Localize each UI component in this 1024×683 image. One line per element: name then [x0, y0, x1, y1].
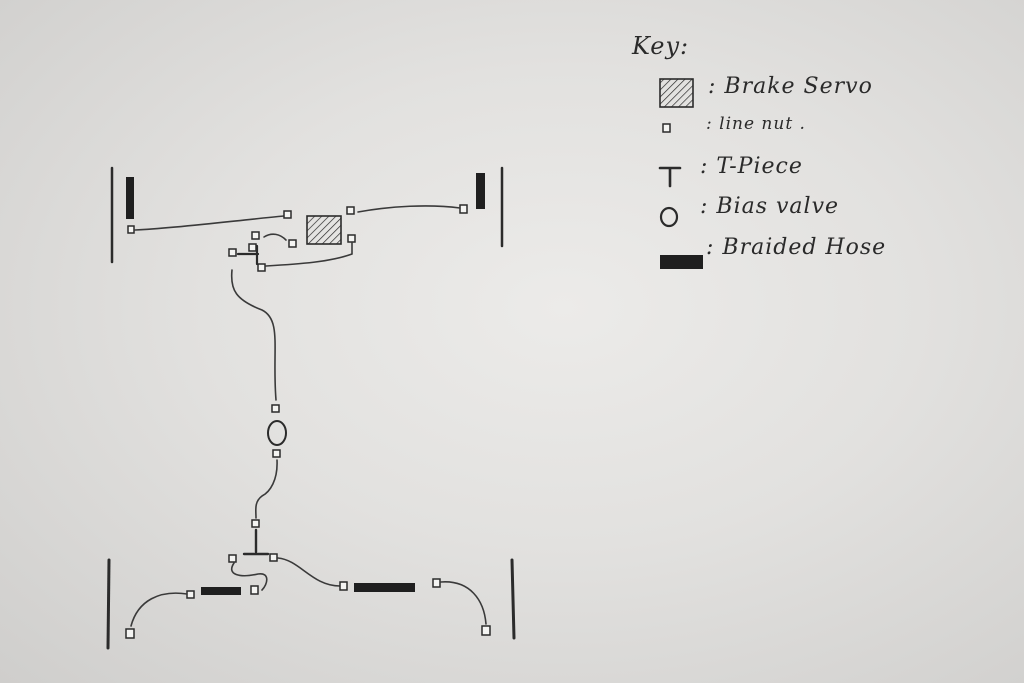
- rear-right-brake-line: [277, 557, 341, 587]
- rear-brake-line: [254, 459, 278, 519]
- main-brake-line: [230, 269, 277, 401]
- key-label-braided-hose: : Braided Hose: [706, 235, 887, 260]
- key-label-brake-servo: : Brake Servo: [708, 74, 873, 99]
- key-hatched-square-symbol: [659, 78, 694, 108]
- front-line-nut: [283, 210, 292, 219]
- key-bias-valve-symbol: [659, 206, 679, 228]
- rear-right-wheel: [510, 558, 516, 640]
- key-line-nut-symbol: [662, 123, 671, 133]
- front-right-braided-hose: [476, 173, 485, 209]
- rear-line-nut: [251, 519, 260, 528]
- rear-left-wheel: [106, 558, 111, 650]
- servo-line-nut: [347, 234, 356, 243]
- brake-servo: [306, 215, 342, 245]
- key-label-line-nut: : line nut .: [706, 114, 806, 134]
- key-label-bias-valve: : Bias valve: [700, 194, 840, 219]
- front-left-brake-line: [134, 215, 285, 231]
- line-nut: [228, 248, 237, 257]
- rear-line-nut: [339, 581, 348, 591]
- rear-line-nut: [228, 554, 237, 563]
- bias-valve: [267, 420, 287, 446]
- rear-line-nut: [250, 585, 259, 595]
- bias-valve-line-nut: [272, 449, 281, 458]
- rear-right-line-nut: [481, 625, 491, 636]
- key-title: Key:: [632, 32, 690, 60]
- rear-left-braided-hose: [201, 587, 241, 595]
- front-right-brake-line: [357, 205, 461, 213]
- front-t-piece: [236, 244, 260, 266]
- servo-line-nut: [288, 239, 297, 248]
- bias-valve-line-nut: [271, 404, 280, 413]
- rear-left-line-nut: [125, 628, 135, 639]
- front-line-nut: [346, 206, 355, 215]
- front-right-line-nut: [459, 204, 468, 214]
- key-braided-hose-symbol: [660, 255, 703, 269]
- line-nut: [251, 231, 260, 240]
- servo-return-line: [265, 241, 353, 267]
- line-nut: [248, 243, 257, 252]
- front-left-braided-hose: [126, 177, 134, 219]
- rear-left-brake-line: [130, 592, 188, 627]
- rear-left-loop-line: [231, 562, 268, 591]
- rear-line-nut: [186, 590, 195, 599]
- rear-t-piece: [242, 528, 270, 556]
- front-left-line-nut: [127, 225, 135, 234]
- key-t-piece-symbol: [658, 166, 682, 188]
- rear-line-nut: [269, 553, 278, 562]
- rear-right-braided-hose: [354, 583, 415, 592]
- rear-line-nut: [432, 578, 441, 588]
- rear-right-brake-line: [440, 581, 487, 625]
- line-nut: [257, 263, 266, 272]
- servo-brake-line: [263, 233, 287, 241]
- key-label-t-piece: : T-Piece: [700, 154, 803, 179]
